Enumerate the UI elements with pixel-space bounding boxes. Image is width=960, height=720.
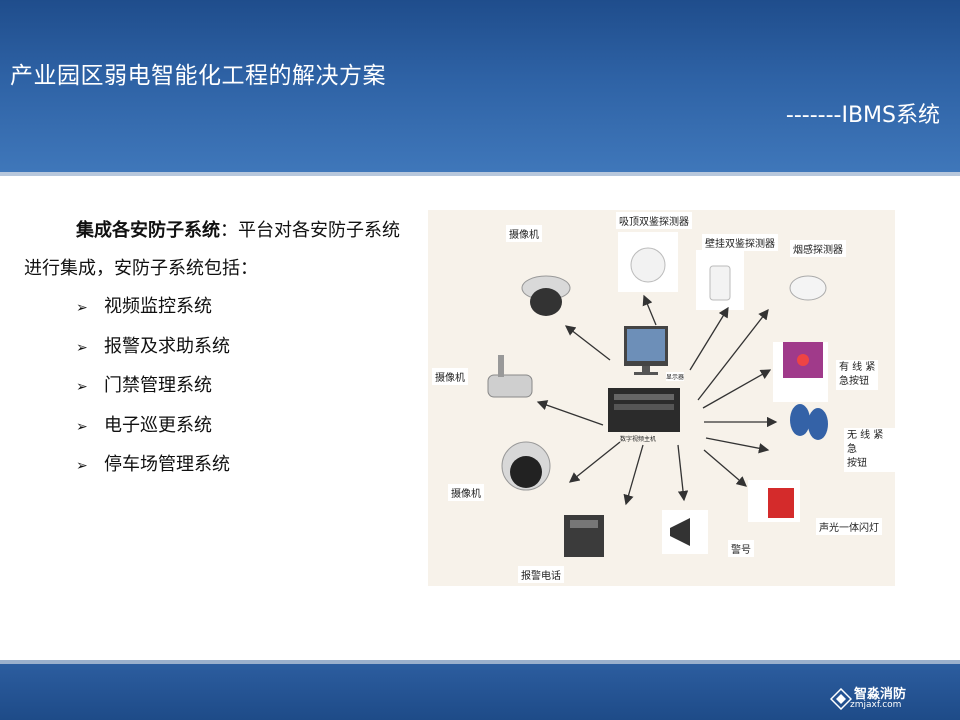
arrow-bullet-icon: ➢ [76,418,88,435]
video-host-icon [608,388,680,432]
list-item: ➢视频监控系统 [76,288,416,328]
ceiling-detector-icon [630,247,666,283]
wall-detector-icon [709,265,731,301]
label-wired-button: 有 线 紧急按钮 [836,360,879,390]
footer-banner [0,664,960,720]
logo-url: zmjaxf.com [850,700,902,710]
dome-camera-icon [521,275,571,316]
slide-title: 产业园区弱电智能化工程的解决方案 [10,63,386,89]
subsystem-list: ➢视频监控系统 ➢报警及求助系统 ➢门禁管理系统 ➢电子巡更系统 ➢停车场管理系… [24,288,416,486]
list-item: ➢门禁管理系统 [76,367,416,407]
horn-icon [662,510,708,554]
label-ceiling-detector: 吸顶双鉴探测器 [616,212,692,229]
wireless-remote-icon [790,404,828,440]
arrow-bullet-icon: ➢ [76,458,88,474]
smoke-detector-icon [789,275,827,301]
security-system-diagram: 摄像机 吸顶双鉴探测器 壁挂双鉴探测器 烟感探测器 摄像机 有 线 紧急按钮 无… [428,210,895,586]
label-smoke-detector: 烟感探测器 [790,240,846,257]
monitor-icon [624,326,668,375]
label-wall-detector: 壁挂双鉴探测器 [702,234,778,251]
logo-diamond-icon [830,688,852,710]
logo-name: 智淼消防 [854,687,907,702]
list-item: ➢停车场管理系统 [76,446,416,486]
label-camera-bottom: 摄像机 [448,484,484,501]
dome-camera-icon [501,441,551,491]
label-monitor: 显示器 [666,372,685,381]
intro-bold: 集成各安防子系统 [76,220,220,241]
label-camera-top: 摄像机 [506,225,542,242]
arrow-bullet-icon: ➢ [76,379,88,395]
list-item: ➢报警及求助系统 [76,328,416,368]
slide-subtitle: -------IBMS系统 [785,103,940,128]
label-strobe-siren: 声光一体闪灯 [816,518,882,535]
strobe-siren-icon [748,480,800,522]
intro-rest: ：平台对各安防子系统进行集成，安防子系统包括： [24,220,400,279]
footer-divider [0,660,960,664]
alarm-phone-icon [564,515,604,557]
label-host: 数字视频主机 [620,436,657,443]
label-wireless-button: 无 线 紧 急按钮 [844,428,895,472]
label-camera-left: 摄像机 [432,368,468,385]
bullet-camera-icon [487,355,533,398]
list-item: ➢电子巡更系统 [76,407,416,447]
label-alarm-phone: 报警电话 [518,566,564,583]
arrow-bullet-icon: ➢ [76,339,88,356]
diagram-graphics [487,232,828,557]
content-text: 集成各安防子系统：平台对各安防子系统进行集成，安防子系统包括： ➢视频监控系统 … [24,212,416,486]
header-banner [0,0,960,172]
intro-paragraph: 集成各安防子系统：平台对各安防子系统进行集成，安防子系统包括： [24,212,416,288]
label-horn: 警号 [728,540,754,557]
header-divider [0,172,960,176]
brand-logo: 智淼消防 zmjaxf.com [830,683,928,715]
arrow-bullet-icon: ➢ [76,300,88,316]
